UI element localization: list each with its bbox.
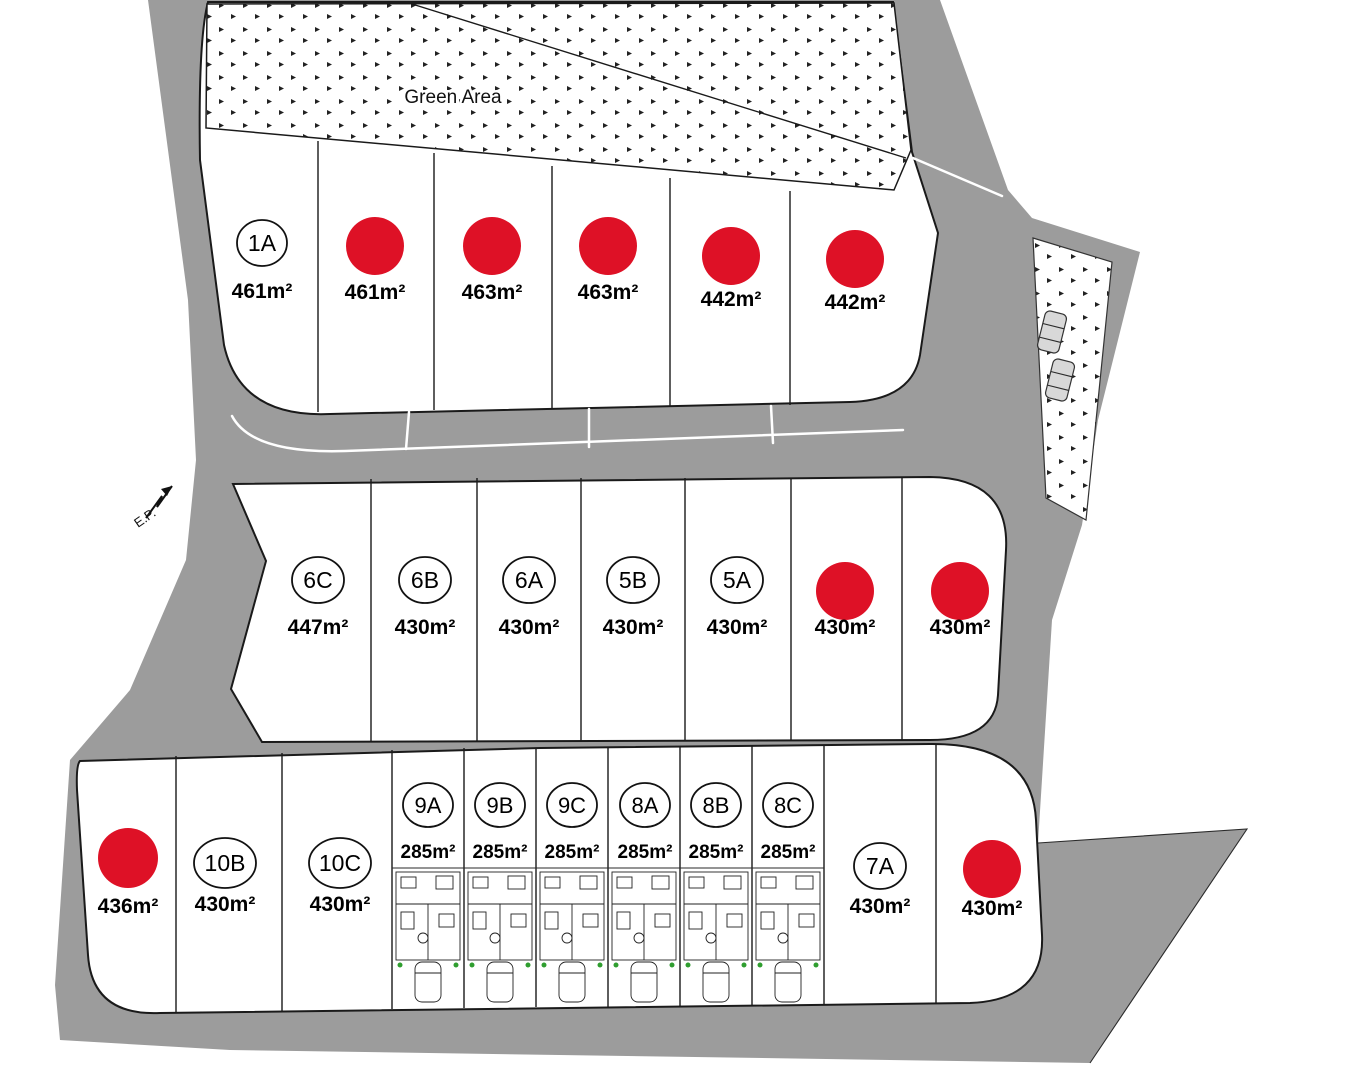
parking-icon	[1044, 358, 1076, 402]
lot-boundaries-bottom	[175, 744, 937, 1012]
lot-id-label: 9A	[415, 793, 442, 818]
lot-area: 430m²	[930, 616, 991, 639]
north-arrow: E.P.	[131, 485, 173, 530]
lot-id-label: 10C	[319, 850, 361, 876]
lot-area: 461m²	[345, 281, 406, 304]
lot-area: 463m²	[462, 281, 523, 304]
lot-area: 447m²	[288, 616, 349, 639]
green-area-label: Green Area	[404, 87, 502, 108]
sold-marker[interactable]	[98, 828, 158, 888]
lot-1A[interactable]: 1A	[236, 219, 288, 267]
lot-id-label: 5A	[723, 567, 752, 593]
lot-area: 285m²	[689, 842, 744, 863]
lot-7A[interactable]: 7A	[853, 842, 907, 890]
lot-area: 430m²	[815, 616, 876, 639]
lot-id-label: 10B	[205, 850, 246, 876]
ep-label: E.P.	[131, 505, 158, 530]
lot-area: 430m²	[395, 616, 456, 639]
lot-area: 430m²	[195, 893, 256, 916]
lot-id-label: 9B	[487, 793, 514, 818]
parking-icon	[1036, 310, 1068, 354]
lot-id-circle	[402, 782, 454, 828]
lot-area: 430m²	[850, 895, 911, 918]
lot-area: 430m²	[962, 897, 1023, 920]
lot-area: 285m²	[545, 842, 600, 863]
lot-area: 442m²	[701, 288, 762, 311]
lot-area: 436m²	[98, 895, 159, 918]
block-middle-outline	[229, 475, 1008, 744]
lot-5B[interactable]: 5B	[606, 556, 660, 604]
dotted-strip	[1032, 237, 1113, 521]
green-area-diagonal	[411, 3, 907, 159]
lot-id-circle	[619, 782, 671, 828]
lot-id-circle	[291, 556, 345, 604]
lot-8C[interactable]: 8C	[762, 782, 814, 828]
lot-id-label: 8B	[703, 793, 730, 818]
road-markings	[230, 156, 1004, 453]
sold-marker[interactable]	[931, 562, 989, 620]
lot-id-label: 8C	[774, 793, 802, 818]
lot-id-label: 1A	[248, 230, 277, 256]
sold-marker[interactable]	[826, 230, 884, 288]
sold-marker[interactable]	[963, 840, 1021, 898]
lot-boundaries-middle	[370, 478, 903, 741]
lot-id-circle	[853, 842, 907, 890]
lot-area: 430m²	[499, 616, 560, 639]
lot-area: 285m²	[618, 842, 673, 863]
lot-9C[interactable]: 9C	[546, 782, 598, 828]
sold-marker[interactable]	[816, 562, 874, 620]
lot-area: 285m²	[473, 842, 528, 863]
lot-id-circle	[690, 782, 742, 828]
lot-id-label: 9C	[558, 793, 586, 818]
lot-10B[interactable]: 10B	[193, 837, 257, 889]
lot-10C[interactable]: 10C	[308, 837, 372, 889]
lot-area: 442m²	[825, 291, 886, 314]
lot-id-label: 6C	[303, 567, 332, 593]
lot-area: 463m²	[578, 281, 639, 304]
lot-area: 285m²	[401, 842, 456, 863]
lot-id-circle	[308, 837, 372, 889]
road-edge-lines	[1037, 828, 1249, 1064]
lot-id-circle	[236, 219, 288, 267]
lot-6C[interactable]: 6C	[291, 556, 345, 604]
lot-area: 461m²	[232, 280, 293, 303]
lot-id-circle	[193, 837, 257, 889]
sold-marker[interactable]	[579, 217, 637, 275]
lot-5A[interactable]: 5A	[710, 556, 764, 604]
sold-marker[interactable]	[463, 217, 521, 275]
lot-9B[interactable]: 9B	[474, 782, 526, 828]
sold-marker[interactable]	[702, 227, 760, 285]
floorplans	[392, 867, 824, 1003]
lot-id-label: 5B	[619, 567, 647, 593]
lot-9A[interactable]: 9A	[402, 782, 454, 828]
lot-8A[interactable]: 8A	[619, 782, 671, 828]
lot-boundaries-top	[317, 141, 791, 412]
lot-area: 430m²	[310, 893, 371, 916]
green-area	[205, 2, 912, 191]
lot-area: 430m²	[603, 616, 664, 639]
lot-id-circle	[762, 782, 814, 828]
lot-6B[interactable]: 6B	[398, 556, 452, 604]
lot-id-label: 6B	[411, 567, 439, 593]
lot-id-label: 8A	[632, 793, 659, 818]
lot-id-circle	[606, 556, 660, 604]
lot-id-circle	[546, 782, 598, 828]
lot-id-label: 7A	[866, 853, 895, 879]
lot-area: 285m²	[761, 842, 816, 863]
sold-marker[interactable]	[346, 217, 404, 275]
lot-id-circle	[474, 782, 526, 828]
lot-id-label: 6A	[515, 567, 544, 593]
lot-id-circle	[502, 556, 556, 604]
lot-area: 430m²	[707, 616, 768, 639]
lot-id-circle	[710, 556, 764, 604]
lot-8B[interactable]: 8B	[690, 782, 742, 828]
lot-6A[interactable]: 6A	[502, 556, 556, 604]
lot-id-circle	[398, 556, 452, 604]
